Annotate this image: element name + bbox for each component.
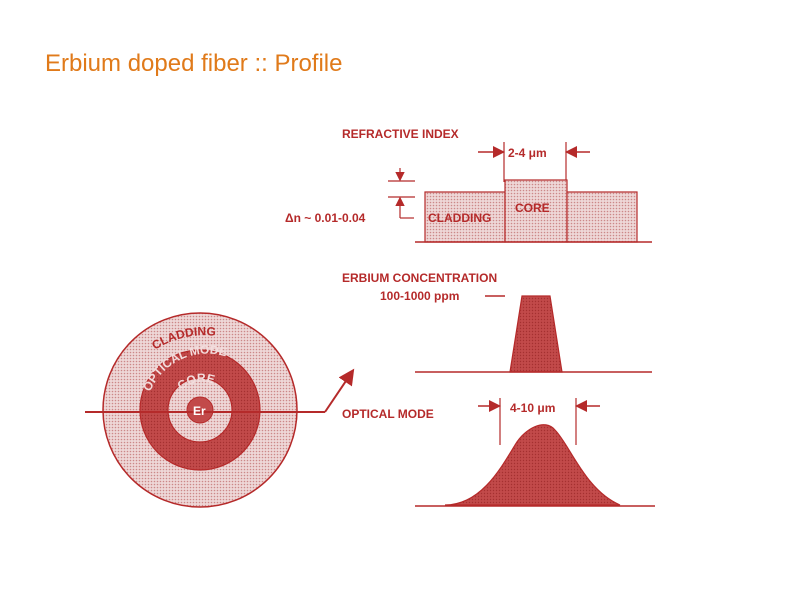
fiber-cross-section: CLADDING OPTICAL MODE CORE Er <box>85 312 355 508</box>
delta-n-label: Δn ~ 0.01-0.04 <box>285 211 366 225</box>
core-label: CORE <box>515 201 550 215</box>
erbium-range-label: 100-1000 ppm <box>380 289 459 303</box>
core-block <box>504 179 568 243</box>
core-width-label: 2-4 μm <box>508 146 547 160</box>
optical-mode-title: OPTICAL MODE <box>342 407 434 421</box>
mode-width-label: 4-10 μm <box>510 401 555 415</box>
optical-mode-panel: OPTICAL MODE 4-10 μm <box>342 398 655 507</box>
erbium-profile-shape <box>509 295 563 373</box>
erbium-concentration-panel: ERBIUM CONCENTRATION 100-1000 ppm <box>342 271 652 373</box>
gaussian-mode-shape <box>444 424 621 506</box>
erbium-center <box>186 396 214 424</box>
cladding-right-block <box>566 191 638 243</box>
erbium-center-label: Er <box>193 404 206 418</box>
refractive-index-panel: REFRACTIVE INDEX 2-4 μm CLADDING CORE Δn… <box>285 127 652 243</box>
refractive-index-title: REFRACTIVE INDEX <box>342 127 459 141</box>
erbium-title: ERBIUM CONCENTRATION <box>342 271 497 285</box>
slide-title: Erbium doped fiber :: Profile <box>45 50 343 77</box>
cladding-label: CLADDING <box>428 211 491 225</box>
